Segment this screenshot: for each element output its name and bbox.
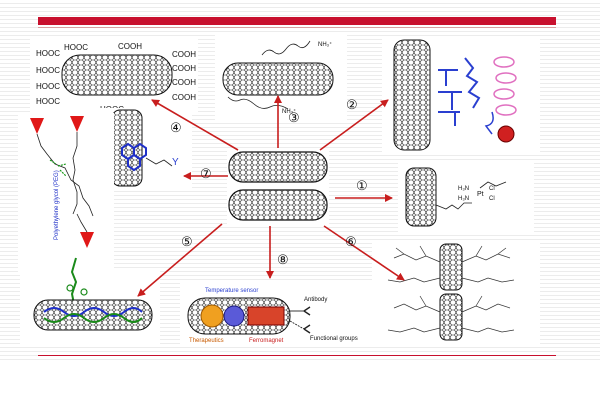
reaction-arrows xyxy=(137,95,405,297)
route-numbers: ① ② ③ ④ ⑤ ⑥ ⑦ ⑧ xyxy=(170,97,368,267)
cooh-label: COOH xyxy=(118,42,142,51)
route-number-1: ① xyxy=(356,178,368,193)
nanotube-carboxylated xyxy=(61,54,173,96)
pt-center-label: Pt xyxy=(477,191,484,198)
nanotube-pristine-upper xyxy=(228,151,328,183)
ferromagnet-label: Ferromagnet xyxy=(249,338,284,344)
route-number-6: ⑥ xyxy=(345,234,357,249)
cooh-label: HOOC xyxy=(36,82,60,91)
nanotube-pi-stacked xyxy=(111,109,143,187)
cooh-label: COOH xyxy=(172,50,196,59)
panel-platinum-nanotube: H₃N H₃N Pt Cl Cl xyxy=(398,160,534,232)
label-sphere xyxy=(497,125,515,143)
central-nanotubes xyxy=(227,148,329,224)
arrow-route-6 xyxy=(323,225,405,281)
panel-pegylated-nanotube xyxy=(20,257,160,346)
pt-chloride-label: Cl xyxy=(489,186,495,192)
ammonium-label: NH₃⁺ xyxy=(282,108,296,115)
panel-pi-stacking-nanotube: Y xyxy=(100,108,192,188)
nanotube-dendron-lower xyxy=(439,293,463,341)
slide-header-line xyxy=(38,27,556,28)
cooh-label: HOOC xyxy=(36,97,60,106)
nanotube-pristine-lower xyxy=(228,189,328,221)
temperature-sensor-label: Temperature sensor xyxy=(205,288,258,294)
nanotube-pegylated xyxy=(33,299,153,331)
panel-peg-dendrimer: Polyethylene glycol (PEG) xyxy=(18,113,114,273)
slide-header-bar xyxy=(38,17,556,25)
cooh-label: HOOC xyxy=(64,43,88,52)
pt-ammine-label: H₃N xyxy=(458,186,469,192)
route-number-4: ④ xyxy=(170,120,182,135)
pt-ammine-label: H₃N xyxy=(458,196,469,202)
functional-groups-label: Functional groups xyxy=(310,336,358,342)
nanotube-ammonium xyxy=(222,62,334,96)
route-number-5: ⑤ xyxy=(181,234,193,249)
panel-carboxylated-nanotube: HOOC HOOC COOH COOH HOOC COOH HOOC COOH … xyxy=(30,37,198,115)
ferromagnet-bar xyxy=(247,306,285,326)
route-number-8: ⑧ xyxy=(277,252,289,267)
panel-multifunctional-nanotube: Temperature sensor Antibody Therapeutics… xyxy=(180,282,376,346)
cooh-label: COOH xyxy=(172,64,196,73)
cooh-label: COOH xyxy=(172,93,196,102)
antibody-label: Antibody xyxy=(304,297,327,303)
cooh-label: HOOC xyxy=(36,66,60,75)
pt-chloride-label: Cl xyxy=(489,196,495,202)
ammonium-label: NH₃⁺ xyxy=(318,41,332,48)
therapeutics-label: Therapeutics xyxy=(189,338,224,344)
route-number-7: ⑦ xyxy=(200,166,212,181)
panel-peptide-nanotube xyxy=(382,37,540,153)
route-number-3: ③ xyxy=(288,110,300,125)
slide-footer-area xyxy=(0,360,600,401)
y-linker-glyph: Y xyxy=(172,157,179,168)
nanotube-vertical xyxy=(393,39,431,151)
panel-ammonium-nanotube: NH₃⁺ NH₃⁺ xyxy=(215,35,347,120)
peg-label: Polyethylene glycol (PEG) xyxy=(54,170,60,240)
therapeutics-sphere xyxy=(200,304,224,328)
arrow-route-4 xyxy=(151,99,239,151)
cooh-label: COOH xyxy=(172,78,196,87)
nanotube-platinum xyxy=(405,167,437,227)
nanotube-dendron-upper xyxy=(439,243,463,291)
panel-dendron-nanotube xyxy=(372,240,540,344)
slide-footer-line xyxy=(38,355,556,356)
cooh-label: HOOC xyxy=(36,49,60,58)
sensor-sphere xyxy=(223,305,245,327)
arrow-route-5 xyxy=(137,223,223,297)
route-number-2: ② xyxy=(346,97,358,112)
arrow-route-2 xyxy=(319,99,389,151)
